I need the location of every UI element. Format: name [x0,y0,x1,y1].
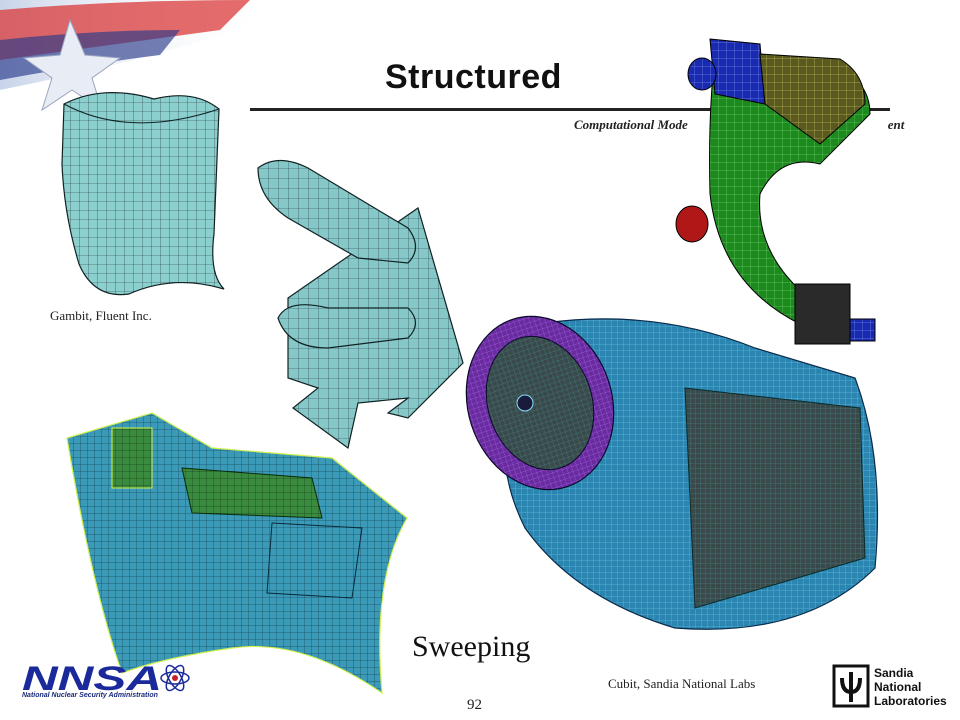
turbine-engine-mesh-image [465,315,879,630]
slide-title: Structured [385,58,562,96]
sweep-plate-mesh-image [66,412,408,695]
arc-component-mesh-image [675,38,876,345]
gambit-mesh-block-image [61,92,225,296]
bent-pipe-mesh-image [257,159,464,450]
nnsa-full-name: National Nuclear Security Administration [22,692,158,699]
caption-gambit: Gambit, Fluent Inc. [50,308,152,323]
nnsa-logo-letters: NNSA [22,660,162,698]
sandia-logo: Sandia National Laboratories [832,664,947,708]
caption-cubit: Cubit, Sandia National Labs [608,676,756,691]
caption-sweeping: Sweeping [412,630,531,663]
nnsa-logo: NNSA [22,660,190,698]
sandia-line1: Sandia [874,666,914,680]
sandia-line2: National [874,680,921,694]
page-number: 92 [467,697,482,713]
sandia-line3: Laboratories [874,694,947,708]
title-underline [250,108,890,111]
flag-banner-graphic [0,0,270,112]
